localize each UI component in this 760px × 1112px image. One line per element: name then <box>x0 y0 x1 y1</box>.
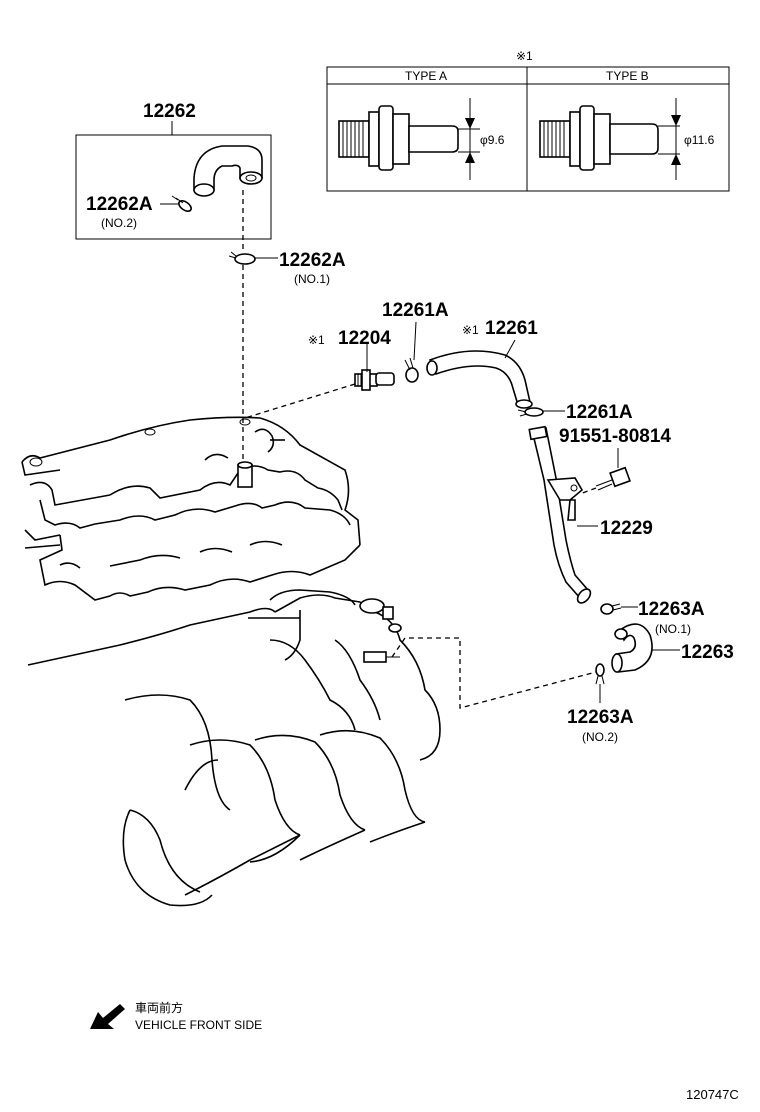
arrow-icon <box>90 1004 125 1029</box>
type-a-valve-drawing <box>338 98 480 180</box>
pipe-12229-drawing <box>528 425 592 604</box>
clip-12263A-no1-drawing <box>600 603 622 615</box>
pcv-valve-12204-drawing <box>354 369 395 391</box>
part-12262A-no2-label: 12262A <box>86 194 153 215</box>
clip-12261A-right-drawing <box>517 407 544 417</box>
part-12262A-no1-label: 12262A <box>279 250 346 271</box>
type-b-valve-drawing <box>539 98 681 180</box>
part-91551-80814-label: 91551-80814 <box>559 426 671 447</box>
part-12263-label: 12263 <box>681 642 734 663</box>
part-12263A-no2-note: (NO.2) <box>582 730 618 744</box>
part-12261A-right-label: 12261A <box>566 402 633 423</box>
type-b-header: TYPE B <box>606 69 649 83</box>
part-12261-mark: ※1 <box>462 323 479 337</box>
direction-japanese: 車両前方 <box>135 1000 183 1015</box>
part-12261-label: 12261 <box>485 318 538 339</box>
clip-12263A-no2-drawing <box>595 663 605 685</box>
clip-12262A-no2-drawing <box>171 195 192 212</box>
part-12262-group: 12262 12262A (NO.2) <box>75 101 272 240</box>
figure-code: 120747C <box>686 1087 739 1102</box>
inset-note-mark: ※1 <box>516 49 533 63</box>
type-a-diameter: φ9.6 <box>480 133 505 147</box>
bolt-91551-drawing <box>595 466 631 491</box>
part-12262-label: 12262 <box>143 101 196 122</box>
part-12263A-no1-note: (NO.1) <box>655 622 691 636</box>
hose-12261-drawing <box>428 350 531 406</box>
engine-drawing <box>21 416 441 907</box>
type-inset: ※1 TYPE A TYPE B φ9.6 <box>326 49 730 192</box>
direction-english: VEHICLE FRONT SIDE <box>135 1018 262 1032</box>
type-b-diameter: φ11.6 <box>684 133 715 147</box>
part-12229-label: 12229 <box>600 518 653 539</box>
part-12261A-top-label: 12261A <box>382 300 449 321</box>
part-12263A-no2-label: 12263A <box>567 707 634 728</box>
clip-12262A-no1-drawing <box>228 251 256 265</box>
type-a-header: TYPE A <box>405 69 447 83</box>
front-direction-indicator: 車両前方 VEHICLE FRONT SIDE <box>90 1000 262 1032</box>
part-12263A-no1-label: 12263A <box>638 599 705 620</box>
clip-12261A-top-drawing <box>404 357 419 383</box>
part-12204-mark: ※1 <box>308 333 325 347</box>
part-12262A-no2-note: (NO.2) <box>101 216 137 230</box>
part-12204-label: 12204 <box>338 328 391 349</box>
part-12262A-no1-note: (NO.1) <box>294 272 330 286</box>
